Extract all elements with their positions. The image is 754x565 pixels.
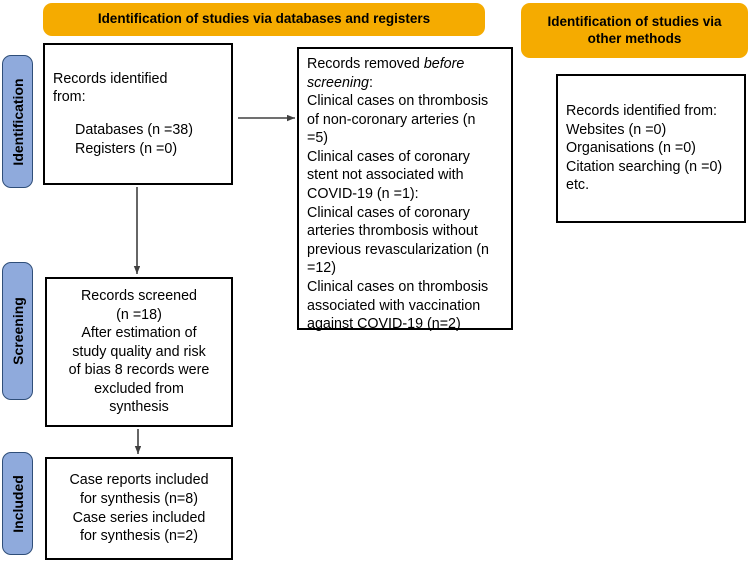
records-removed-heading-prefix: Records removed [307,56,424,72]
records-removed-heading-line2: screening: [307,74,503,93]
records-other-line: Organisations (n =0) [566,140,696,157]
records-screened-line: Records screened [80,287,198,304]
records-other-line: Websites (n =0) [566,121,667,138]
records-identified-databases: Databases (n =38) [75,122,194,138]
box-included-in-synthesis: Case reports included for synthesis (n=8… [45,457,233,560]
records-removed-line: stent not associated with [307,167,464,184]
records-screened-line: After estimation of [81,325,197,342]
box-records-removed-before-screening: Records removed before screening: Clinic… [297,47,513,332]
records-removed-line: previous revascularization (n [307,241,489,258]
records-removed-line: Clinical cases of coronary [307,204,470,221]
records-identified-title-2: from: [53,89,86,106]
box-records-identified: Records identified from: Databases (n =3… [43,43,233,185]
records-removed-line: of non-coronary arteries (n [307,111,476,128]
records-screened-line: (n =18) [116,306,162,323]
records-removed-line: arteries thrombosis without [307,223,478,240]
phase-label-identification: Identification [2,55,33,188]
records-removed-line: Clinical cases on thrombosis [307,93,489,110]
box-records-identified-other-methods: Records identified from: Websites (n =0)… [556,74,746,223]
header-identification-other-methods: Identification of studies via other meth… [521,3,748,58]
header-identification-databases-registers: Identification of studies via databases … [43,3,485,36]
box-records-screened: Records screened (n =18) After estimatio… [45,277,233,427]
included-synthesis-line: for synthesis (n=8) [80,490,198,507]
included-synthesis-line: Case reports included [69,472,209,489]
records-removed-heading-suffix: : [369,74,373,91]
included-synthesis-line: Case series included [72,509,206,526]
phase-label-included: Included [2,452,33,555]
records-removed-line: associated with vaccination [307,297,481,314]
records-removed-heading: Records removed before [307,55,503,74]
records-other-line: Records identified from: [566,103,717,120]
records-identified-title: Records identified [53,70,168,87]
records-screened-line: of bias 8 records were [68,362,210,379]
phase-label-included-text: Included [9,474,26,533]
records-removed-line: =5) [307,130,329,147]
records-identified-registers: Registers (n =0) [75,140,178,157]
records-removed-line: against COVID-19 (n=2) [307,316,461,333]
records-removed-line: COVID-19 (n =1): [307,186,419,203]
records-removed-heading-italic: before [423,56,465,72]
spacer [53,107,223,121]
records-removed-line: Clinical cases on thrombosis [307,278,489,295]
phase-label-screening: Screening [2,262,33,400]
records-other-line: Citation searching (n =0) [566,158,723,175]
records-screened-line: study quality and risk [72,343,206,360]
records-screened-line: excluded from [94,380,184,397]
included-synthesis-line: for synthesis (n=2) [80,528,198,545]
records-removed-line: Clinical cases of coronary [307,148,470,165]
phase-label-identification-text: Identification [9,77,26,166]
records-removed-heading-italic-2: screening [307,74,369,91]
records-other-line: etc. [566,177,590,194]
phase-label-screening-text: Screening [9,297,26,365]
records-removed-line: =12) [307,260,337,277]
records-screened-line: synthesis [109,399,169,416]
